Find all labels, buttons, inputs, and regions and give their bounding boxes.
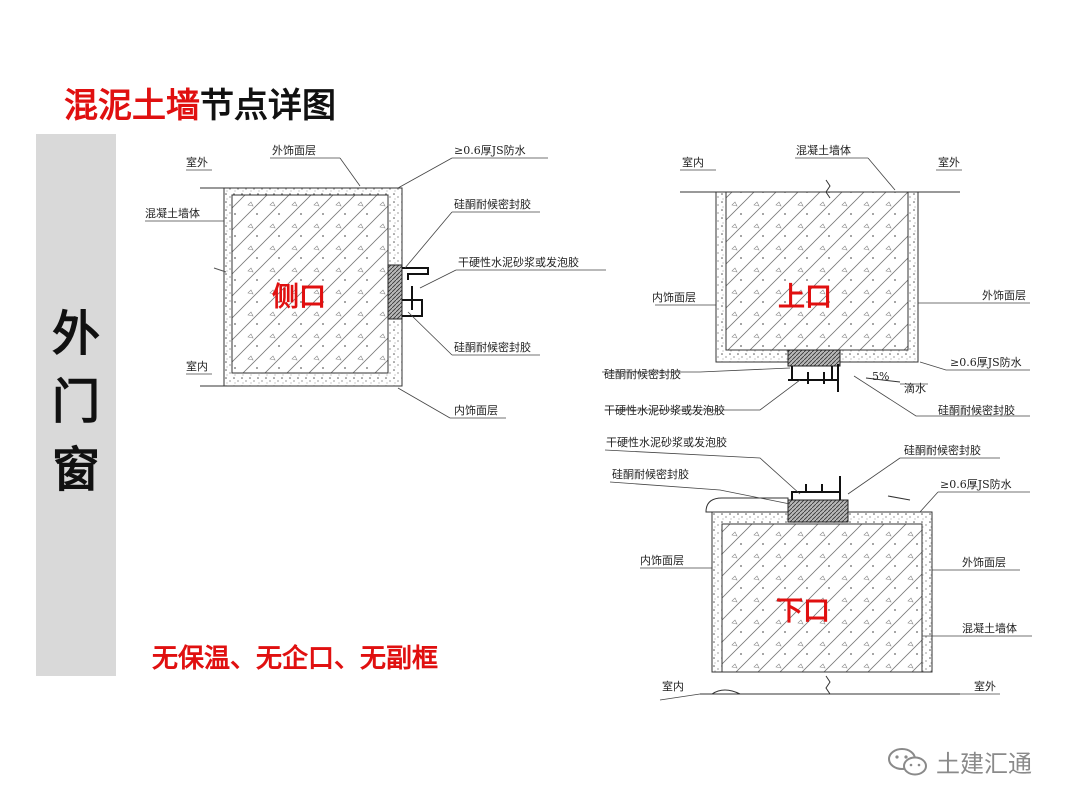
top-detail-leaders [602, 157, 1030, 417]
side-sealant-bottom-label: 硅酮耐候密封胶 [454, 340, 531, 354]
side-detail-label: 侧口 [272, 282, 326, 313]
page-title: 混泥土墙节点详图 [64, 78, 336, 127]
watermark-text: 土建汇通 [936, 750, 1032, 778]
bottom-ext-finish-label: 外饰面层 [962, 555, 1006, 569]
side-detail-leaders [145, 157, 606, 419]
bottom-mortar-label: 干硬性水泥砂浆或发泡胶 [606, 435, 727, 449]
top-int-finish-label: 内饰面层 [652, 290, 696, 304]
sidebar-panel [36, 134, 116, 676]
side-wall-label: 混凝土墙体 [145, 206, 200, 220]
side-inside-label: 室内 [186, 359, 208, 373]
bottom-inside-label: 室内 [662, 679, 684, 693]
note-text: 无保温、无企口、无副框 [152, 644, 439, 674]
top-inside-label: 室内 [682, 155, 704, 169]
top-ext-finish-label: 外饰面层 [982, 288, 1026, 302]
top-slope-label: 5% [872, 370, 889, 383]
bottom-detail-leaders [604, 449, 1032, 701]
sidebar-title: 外 门 窗 [36, 300, 116, 504]
sidebar-char-2: 门 [51, 374, 100, 430]
side-sealant-top-label: 硅酮耐候密封胶 [454, 197, 531, 211]
top-mortar-label: 干硬性水泥砂浆或发泡胶 [604, 403, 725, 417]
side-outside-label: 室外 [186, 155, 208, 169]
top-outside-label: 室外 [938, 155, 960, 169]
side-ext-finish-label: 外饰面层 [272, 143, 316, 157]
bottom-sealant-left-label: 硅酮耐候密封胶 [612, 467, 689, 481]
side-detail [200, 187, 429, 387]
wechat-icon [888, 747, 927, 775]
side-int-finish-label: 内饰面层 [454, 403, 498, 417]
top-sealant-right-label: 硅酮耐候密封胶 [938, 403, 1015, 417]
top-drip-label: 滴水 [904, 381, 926, 395]
top-detail-label: 上口 [778, 282, 832, 313]
side-mortar-label: 干硬性水泥砂浆或发泡胶 [458, 255, 579, 269]
bottom-wall-label: 混凝土墙体 [962, 621, 1017, 635]
top-wall-label: 混凝土墙体 [796, 143, 851, 157]
bottom-outside-label: 室外 [974, 679, 996, 693]
bottom-detail [700, 476, 960, 695]
top-detail [680, 179, 960, 392]
title-black-part: 节点详图 [200, 86, 336, 126]
top-sealant-left-label: 硅酮耐候密封胶 [604, 367, 681, 381]
side-waterproof-label: ≥0.6厚JS防水 [454, 143, 526, 157]
title-red-part: 混泥土墙 [64, 86, 200, 126]
bottom-waterproof-label: ≥0.6厚JS防水 [940, 477, 1012, 491]
bottom-sealant-right-label: 硅酮耐候密封胶 [904, 443, 981, 457]
sidebar-char-3: 窗 [51, 442, 100, 498]
top-waterproof-label: ≥0.6厚JS防水 [950, 355, 1022, 369]
bottom-detail-label: 下口 [776, 596, 830, 627]
watermark: 土建汇通 [886, 744, 1032, 779]
sidebar-char-1: 外 [51, 306, 100, 362]
bottom-int-finish-label: 内饰面层 [640, 553, 684, 567]
